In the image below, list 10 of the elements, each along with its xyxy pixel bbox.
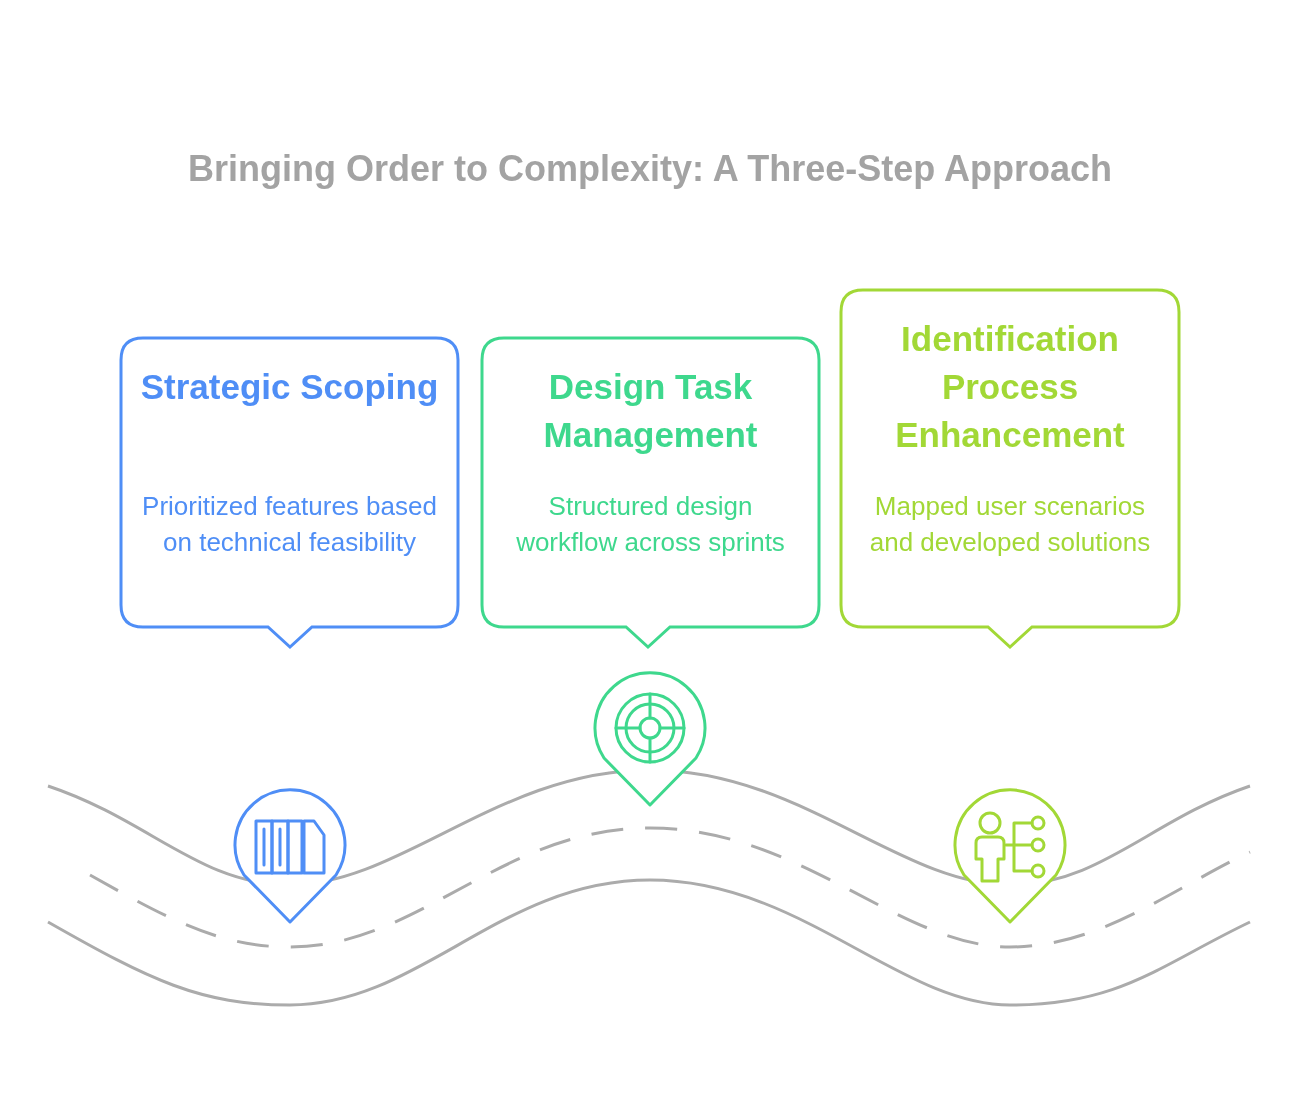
- box-heading: Strategic Scoping: [139, 366, 440, 408]
- diagram-title: Bringing Order to Complexity: A Three-Step Approach: [186, 148, 1114, 190]
- box-description: Mapped user scenarios and developed solutions: [868, 490, 1152, 559]
- box-heading: Design Task Management: [542, 366, 759, 456]
- callout-box: [118, 335, 461, 650]
- callout-box: [838, 287, 1182, 650]
- box-heading: Identification Process Enhancement: [894, 318, 1126, 456]
- box-description: Prioritized features based on technical feasibility: [141, 490, 438, 559]
- box-description: Structured design workflow across sprints: [515, 490, 786, 559]
- callout-box: [479, 335, 822, 650]
